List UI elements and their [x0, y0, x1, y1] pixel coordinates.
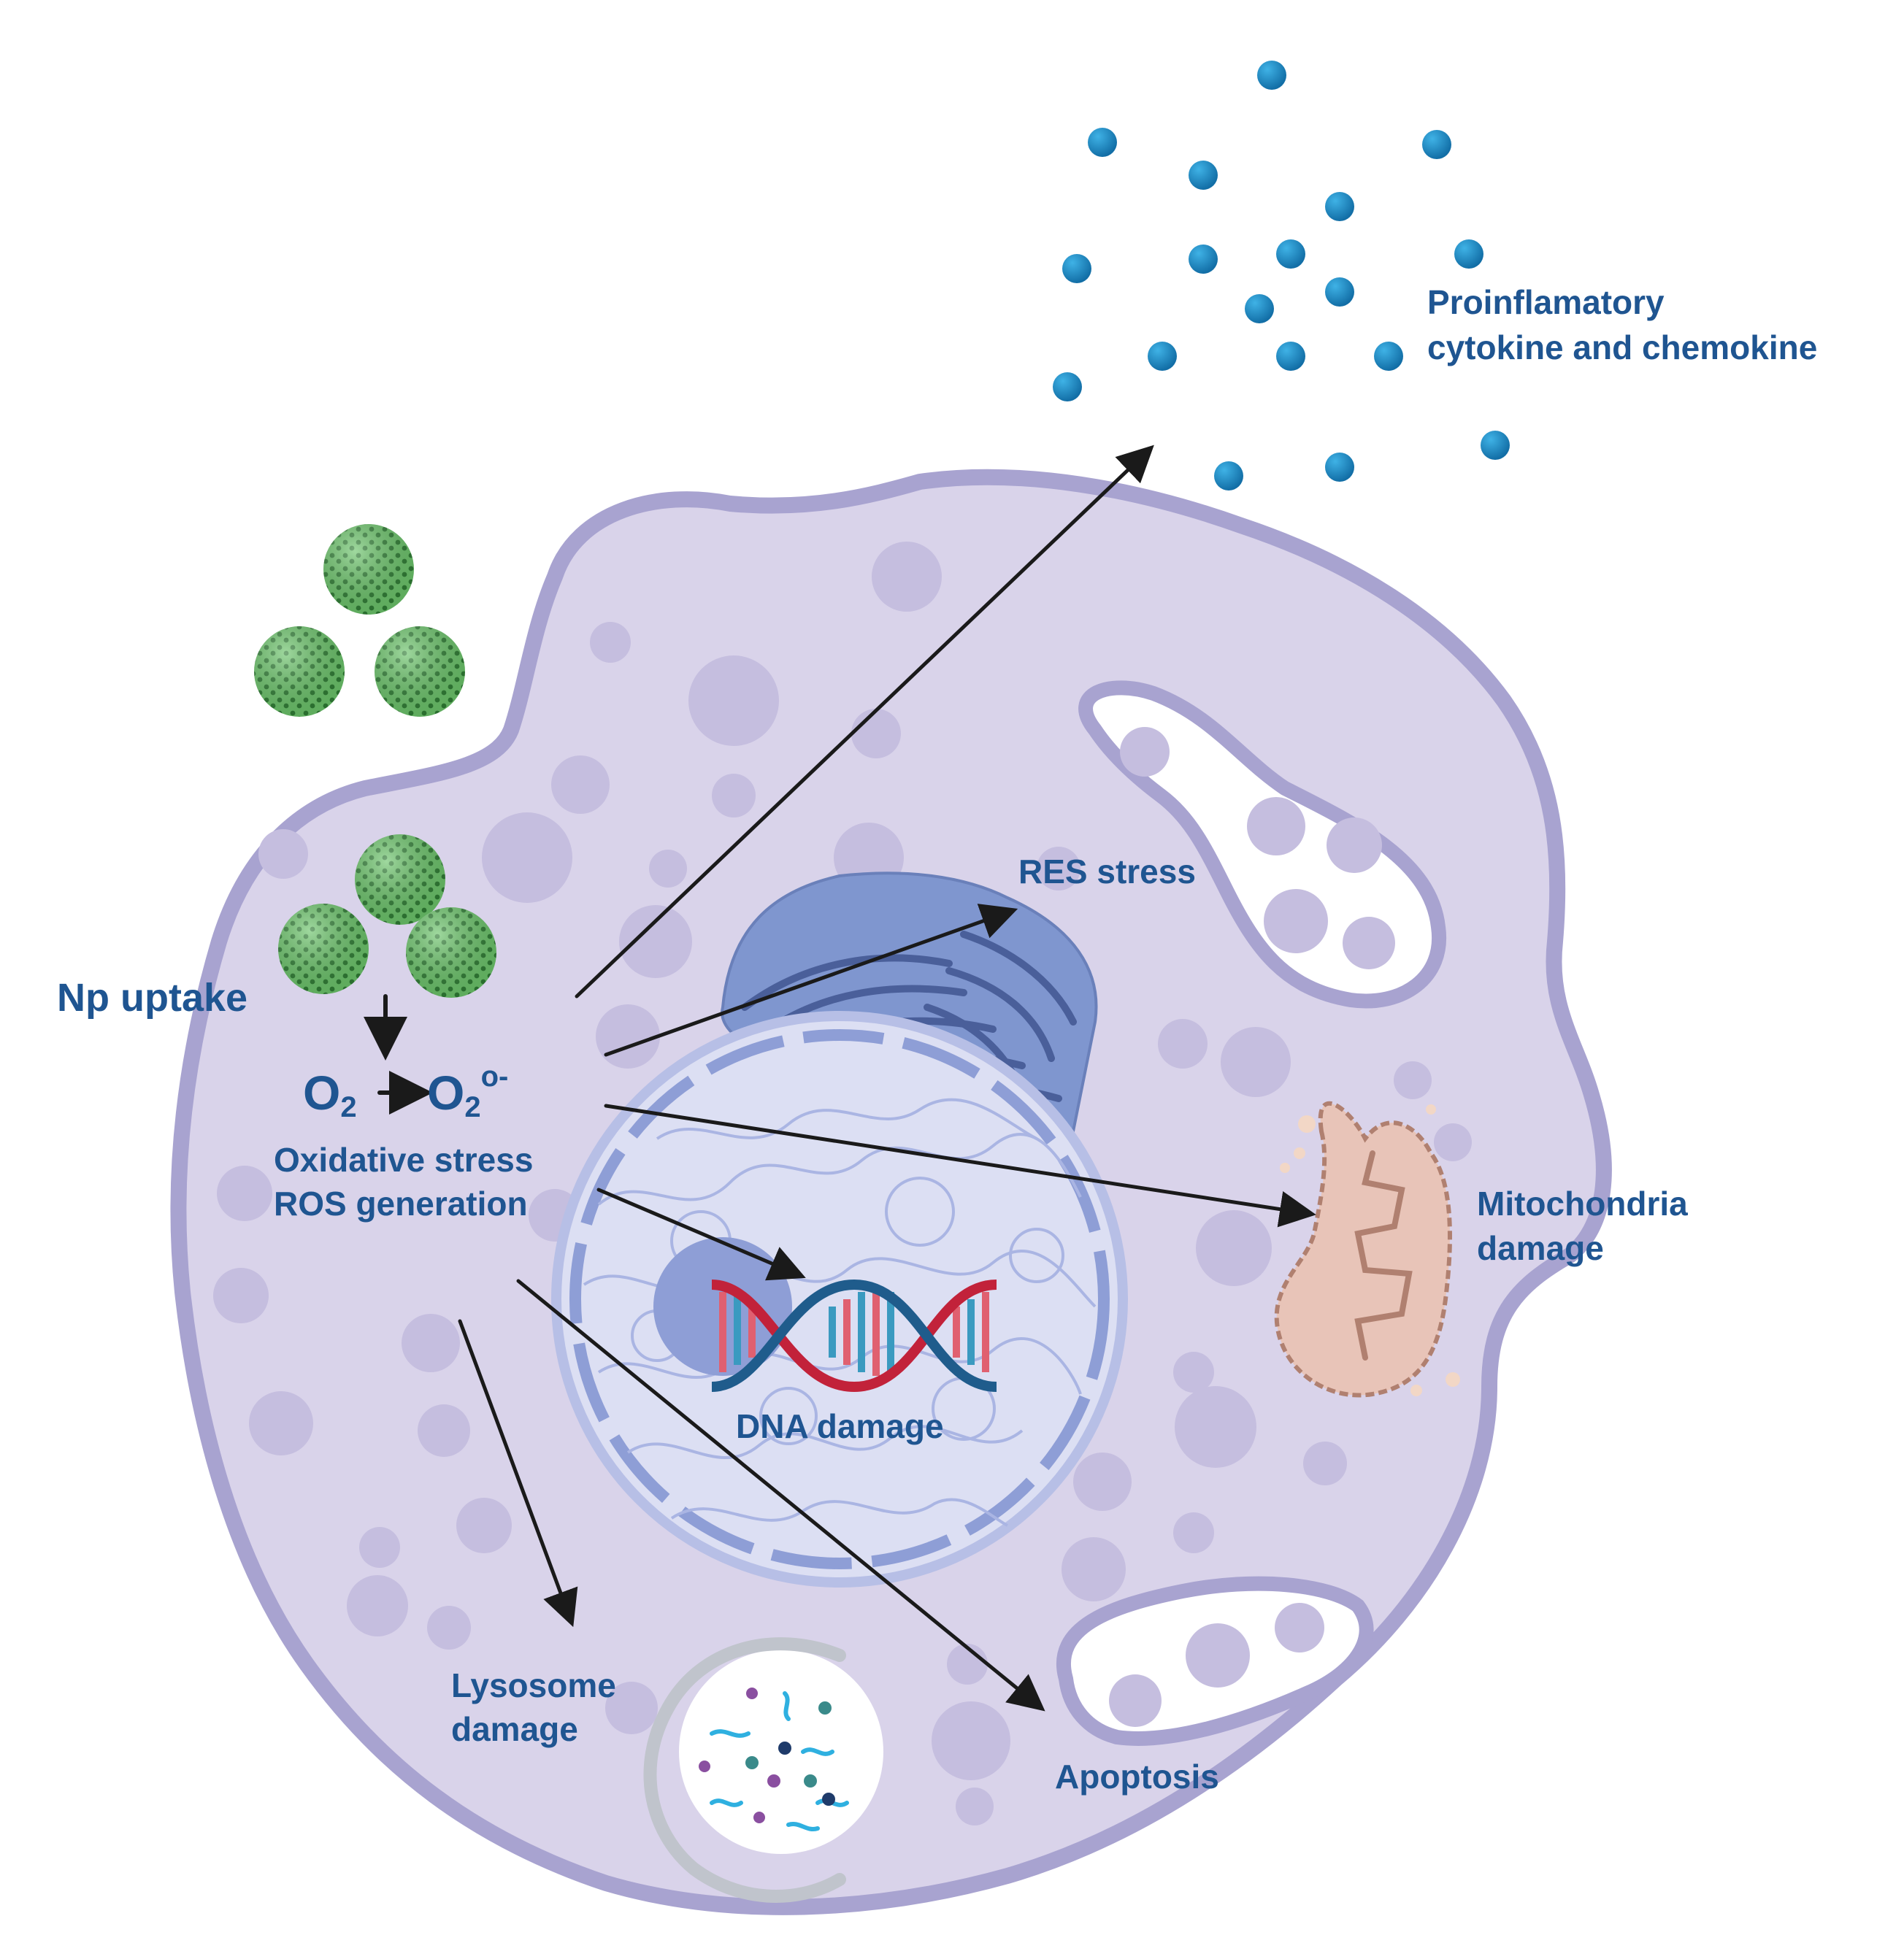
arrow-to-cytokines	[575, 445, 1154, 999]
nanoparticle-icon	[355, 834, 445, 925]
cytokine-dot-icon	[1053, 372, 1082, 401]
cytokine-dot-icon	[1148, 342, 1177, 371]
label-proinflammatory-1: Proinflamatory	[1427, 283, 1665, 321]
nanoparticle-icon	[278, 904, 369, 994]
cytokine-dot-icon	[1325, 453, 1354, 482]
nanoparticle-icon	[323, 524, 414, 615]
label-proinflammatory-2: cytokine and chemokine	[1427, 328, 1817, 366]
cytokine-dot-icon	[1245, 294, 1274, 323]
label-lysosome-2: damage	[451, 1710, 578, 1748]
nanoparticle-icon	[406, 907, 496, 998]
cytokine-dot-icon	[1276, 342, 1305, 371]
mitochondria-icon	[1274, 1101, 1460, 1398]
cytokine-dot-icon	[1062, 254, 1091, 283]
dna-helix-icon	[711, 1279, 997, 1393]
label-np-uptake: Np uptake	[57, 976, 247, 1020]
arrow-to-dna	[596, 1188, 806, 1281]
labels: Np uptake O2 O2o- Oxidative stress ROS g…	[57, 283, 1817, 1796]
nucleus	[551, 1011, 1128, 1588]
cytokine-dot-icon	[1325, 192, 1354, 221]
label-o2-radical: O2o-	[427, 1061, 508, 1123]
arrow-to-res-stress	[604, 904, 1018, 1057]
label-dna-damage: DNA damage	[736, 1407, 944, 1445]
cytokine-dot-icon	[1422, 130, 1451, 159]
label-mitochondria-1: Mitochondria	[1477, 1185, 1688, 1223]
cytokine-dot-icon	[1325, 277, 1354, 307]
vacuole-bottom	[1056, 1576, 1374, 1746]
cytokine-dot-icon	[1189, 245, 1218, 274]
label-mitochondria-2: damage	[1477, 1229, 1604, 1267]
cytokine-dot-icon	[1374, 342, 1403, 371]
cytokine-dot-icon	[1257, 61, 1286, 90]
nanoparticle-icon	[254, 626, 345, 717]
nucleus-icon	[551, 1011, 1128, 1588]
label-ros-generation: ROS generation	[274, 1185, 528, 1223]
cytokine-dots	[1053, 61, 1510, 490]
arrow-to-mitochondria	[604, 1104, 1316, 1228]
label-lysosome-1: Lysosome	[451, 1666, 616, 1704]
label-oxidative-stress: Oxidative stress	[274, 1141, 533, 1179]
cytokine-dot-icon	[1189, 161, 1218, 190]
label-o2: O2	[303, 1066, 357, 1123]
arrow-to-lysosome	[458, 1319, 578, 1628]
nanoparticle-icon	[375, 626, 465, 717]
nanoparticles-outside	[254, 524, 465, 717]
nanoparticles-inside	[278, 834, 496, 998]
cytokine-dot-icon	[1214, 461, 1243, 490]
cytoplasm-vesicles	[213, 542, 1472, 1825]
cytokine-dot-icon	[1088, 128, 1117, 157]
arrow-to-apoptosis	[516, 1279, 1045, 1712]
label-res-stress: RES stress	[1018, 853, 1196, 890]
cytokine-dot-icon	[1454, 239, 1483, 269]
vacuole-top	[1078, 680, 1447, 1009]
lysosome-icon	[643, 1637, 883, 1903]
label-apoptosis: Apoptosis	[1055, 1758, 1219, 1796]
cytokine-dot-icon	[1481, 431, 1510, 460]
cytokine-dot-icon	[1276, 239, 1305, 269]
pathway-arrows	[364, 445, 1316, 1712]
